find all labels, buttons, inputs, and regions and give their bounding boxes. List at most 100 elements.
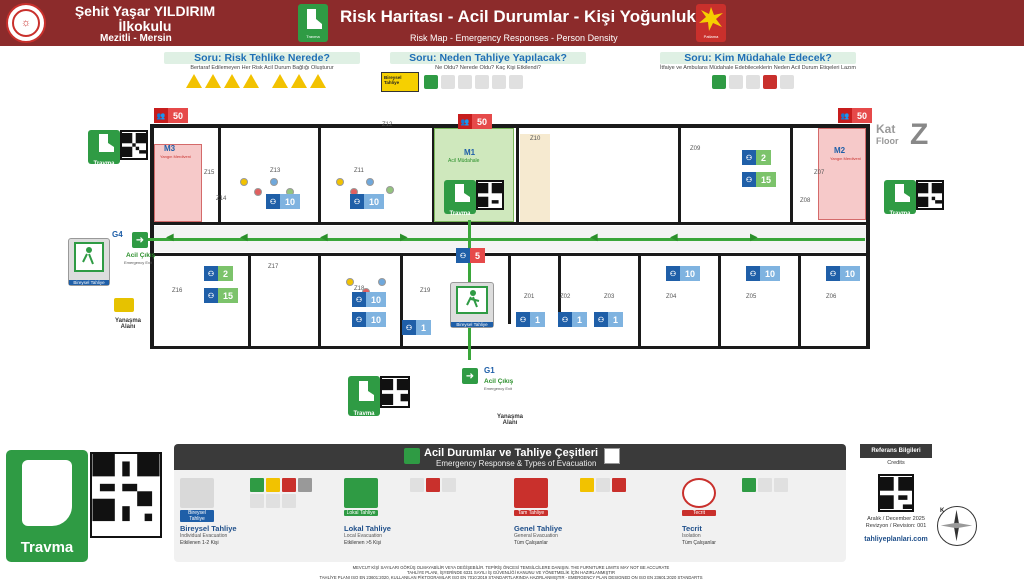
qr-code bbox=[878, 474, 914, 512]
table bbox=[386, 186, 394, 194]
capacity-badge: 👥50 bbox=[154, 108, 189, 123]
person-count-badge: ⚇1 bbox=[594, 312, 624, 327]
qr-code bbox=[916, 180, 944, 210]
trauma-icon bbox=[22, 460, 72, 526]
table bbox=[346, 278, 354, 286]
wall bbox=[400, 254, 403, 346]
ministry-logo: ☼ bbox=[6, 3, 46, 43]
room-label-z15: Z15 bbox=[204, 170, 215, 176]
capacity-badge: 👥50 bbox=[458, 114, 493, 129]
exit-label-g1: G1 bbox=[484, 366, 495, 375]
people-icon: ⚇ bbox=[666, 266, 680, 281]
placeholder-icon bbox=[410, 478, 424, 492]
stair-sub-m1: Acil Müdahale bbox=[448, 158, 480, 164]
warning-icon bbox=[224, 74, 240, 88]
evac-type-individual: Bireysel Tahliye Bireysel Tahliye Indivi… bbox=[180, 474, 340, 560]
evac-desc: Etkilenen >5 Kişi bbox=[344, 540, 382, 546]
capacity-badge: ⚇5 bbox=[456, 248, 486, 263]
individual-evac-icon bbox=[180, 478, 214, 508]
qr-code bbox=[120, 130, 148, 160]
floor-label-en: Floor bbox=[876, 136, 899, 146]
response-sign-row bbox=[712, 75, 794, 89]
people-icon: ⚇ bbox=[742, 150, 756, 165]
trauma-sign-right: Travma bbox=[884, 180, 916, 217]
evac-desc: Tüm Çalışanlar bbox=[514, 540, 548, 546]
floor-label: Kat bbox=[876, 122, 896, 136]
room-label-z19: Z19 bbox=[420, 288, 431, 294]
room-label-z07: Z07 bbox=[814, 170, 825, 176]
wall bbox=[638, 254, 641, 346]
route-arrow-icon: ◀ bbox=[320, 232, 328, 243]
placeholder-icon bbox=[298, 478, 312, 492]
general-evac-icon bbox=[514, 478, 548, 508]
wall bbox=[790, 126, 793, 224]
page-title: Risk Haritası - Acil Durumlar - Kişi Yoğ… bbox=[340, 7, 696, 26]
qr-code bbox=[476, 180, 504, 210]
room-z10-area bbox=[520, 134, 550, 222]
evac-name-en: Individual Evacuation bbox=[180, 533, 228, 539]
room-label-z08: Z08 bbox=[800, 198, 811, 204]
person-count-badge: ⚇2 bbox=[204, 266, 234, 281]
reference-header: Referans Bilgileri bbox=[860, 444, 932, 458]
legend-header: Acil Durumlar ve Tahliye Çeşitleri Emerg… bbox=[174, 444, 846, 470]
legend-subtitle: Emergency Response & Types of Evacuation bbox=[436, 459, 597, 468]
evac-route-main bbox=[140, 238, 865, 241]
website-link[interactable]: tahliyeplanlari.com bbox=[864, 536, 928, 543]
people-icon: ⚇ bbox=[402, 320, 416, 335]
room-label-z01: Z01 bbox=[524, 294, 535, 300]
capacity-badge: 👥50 bbox=[838, 108, 873, 123]
wall bbox=[678, 126, 681, 224]
wall bbox=[718, 254, 721, 346]
people-icon: ⚇ bbox=[826, 266, 840, 281]
stair-label-m2: M2 bbox=[834, 146, 846, 155]
table bbox=[270, 178, 278, 186]
room-label-z14: Z14 bbox=[216, 196, 227, 202]
people-icon: ⚇ bbox=[352, 292, 366, 307]
wall bbox=[866, 124, 870, 349]
wall bbox=[516, 126, 519, 224]
north-label: K bbox=[940, 508, 945, 514]
question-evac-sub: Ne Oldu? Nerede Oldu? Kaç Kişi Etkilendi… bbox=[435, 65, 541, 71]
first-aid-icon bbox=[250, 478, 264, 492]
people-icon: ⚇ bbox=[558, 312, 572, 327]
warning-icon bbox=[310, 74, 326, 88]
table bbox=[240, 178, 248, 186]
warning-icon bbox=[266, 478, 280, 492]
placeholder-icon bbox=[780, 75, 794, 89]
table bbox=[336, 178, 344, 186]
reference-panel: Referans Bilgileri Credits Aralık / Dece… bbox=[852, 444, 932, 562]
isolation-icon bbox=[682, 478, 716, 508]
route-arrow-icon: ▶ bbox=[400, 232, 408, 243]
stair-label-m3: M3 bbox=[164, 144, 176, 153]
trauma-sign-bottom: Travma bbox=[348, 376, 380, 417]
footer-notes: MEVCUT KİŞİ SAYILARI GÖRÜŞ OLMAYABİLİR V… bbox=[319, 565, 703, 580]
person-count-badge: ⚇1 bbox=[402, 320, 432, 335]
placeholder-icon bbox=[729, 75, 743, 89]
room-label-z05: Z05 bbox=[746, 294, 757, 300]
reference-date: Aralık / December 2025 bbox=[867, 516, 925, 522]
individual-evac-sign: Bireysel Tahliye bbox=[450, 282, 494, 328]
safe-sign-icon bbox=[424, 75, 438, 89]
wall bbox=[150, 124, 154, 349]
room-label-z17: Z17 bbox=[268, 264, 279, 270]
person-count-badge: ⚇1 bbox=[516, 312, 546, 327]
evac-name-en: Isolation bbox=[682, 533, 701, 539]
school-location: Mezitli - Mersin bbox=[100, 33, 172, 44]
wall bbox=[558, 254, 561, 324]
people-icon: ⚇ bbox=[204, 288, 218, 303]
exit-text-left: Acil Çıkış bbox=[126, 252, 156, 259]
exit-icon: ➜ bbox=[132, 232, 148, 248]
people-icon: ⚇ bbox=[516, 312, 530, 327]
exit-text-bottom: Acil Çıkış bbox=[484, 378, 514, 385]
stairwell-m3 bbox=[154, 144, 202, 222]
table bbox=[378, 278, 386, 286]
exit-icon: ➜ bbox=[462, 368, 478, 384]
stairwell-m2 bbox=[818, 128, 866, 220]
room-label-z18: Z18 bbox=[354, 286, 365, 292]
trauma-sign-left: Travma bbox=[88, 130, 120, 167]
person-count-badge: ⚇10 bbox=[826, 266, 861, 281]
wall bbox=[508, 254, 511, 324]
wall bbox=[150, 346, 870, 349]
room-label-z06: Z06 bbox=[826, 294, 837, 300]
